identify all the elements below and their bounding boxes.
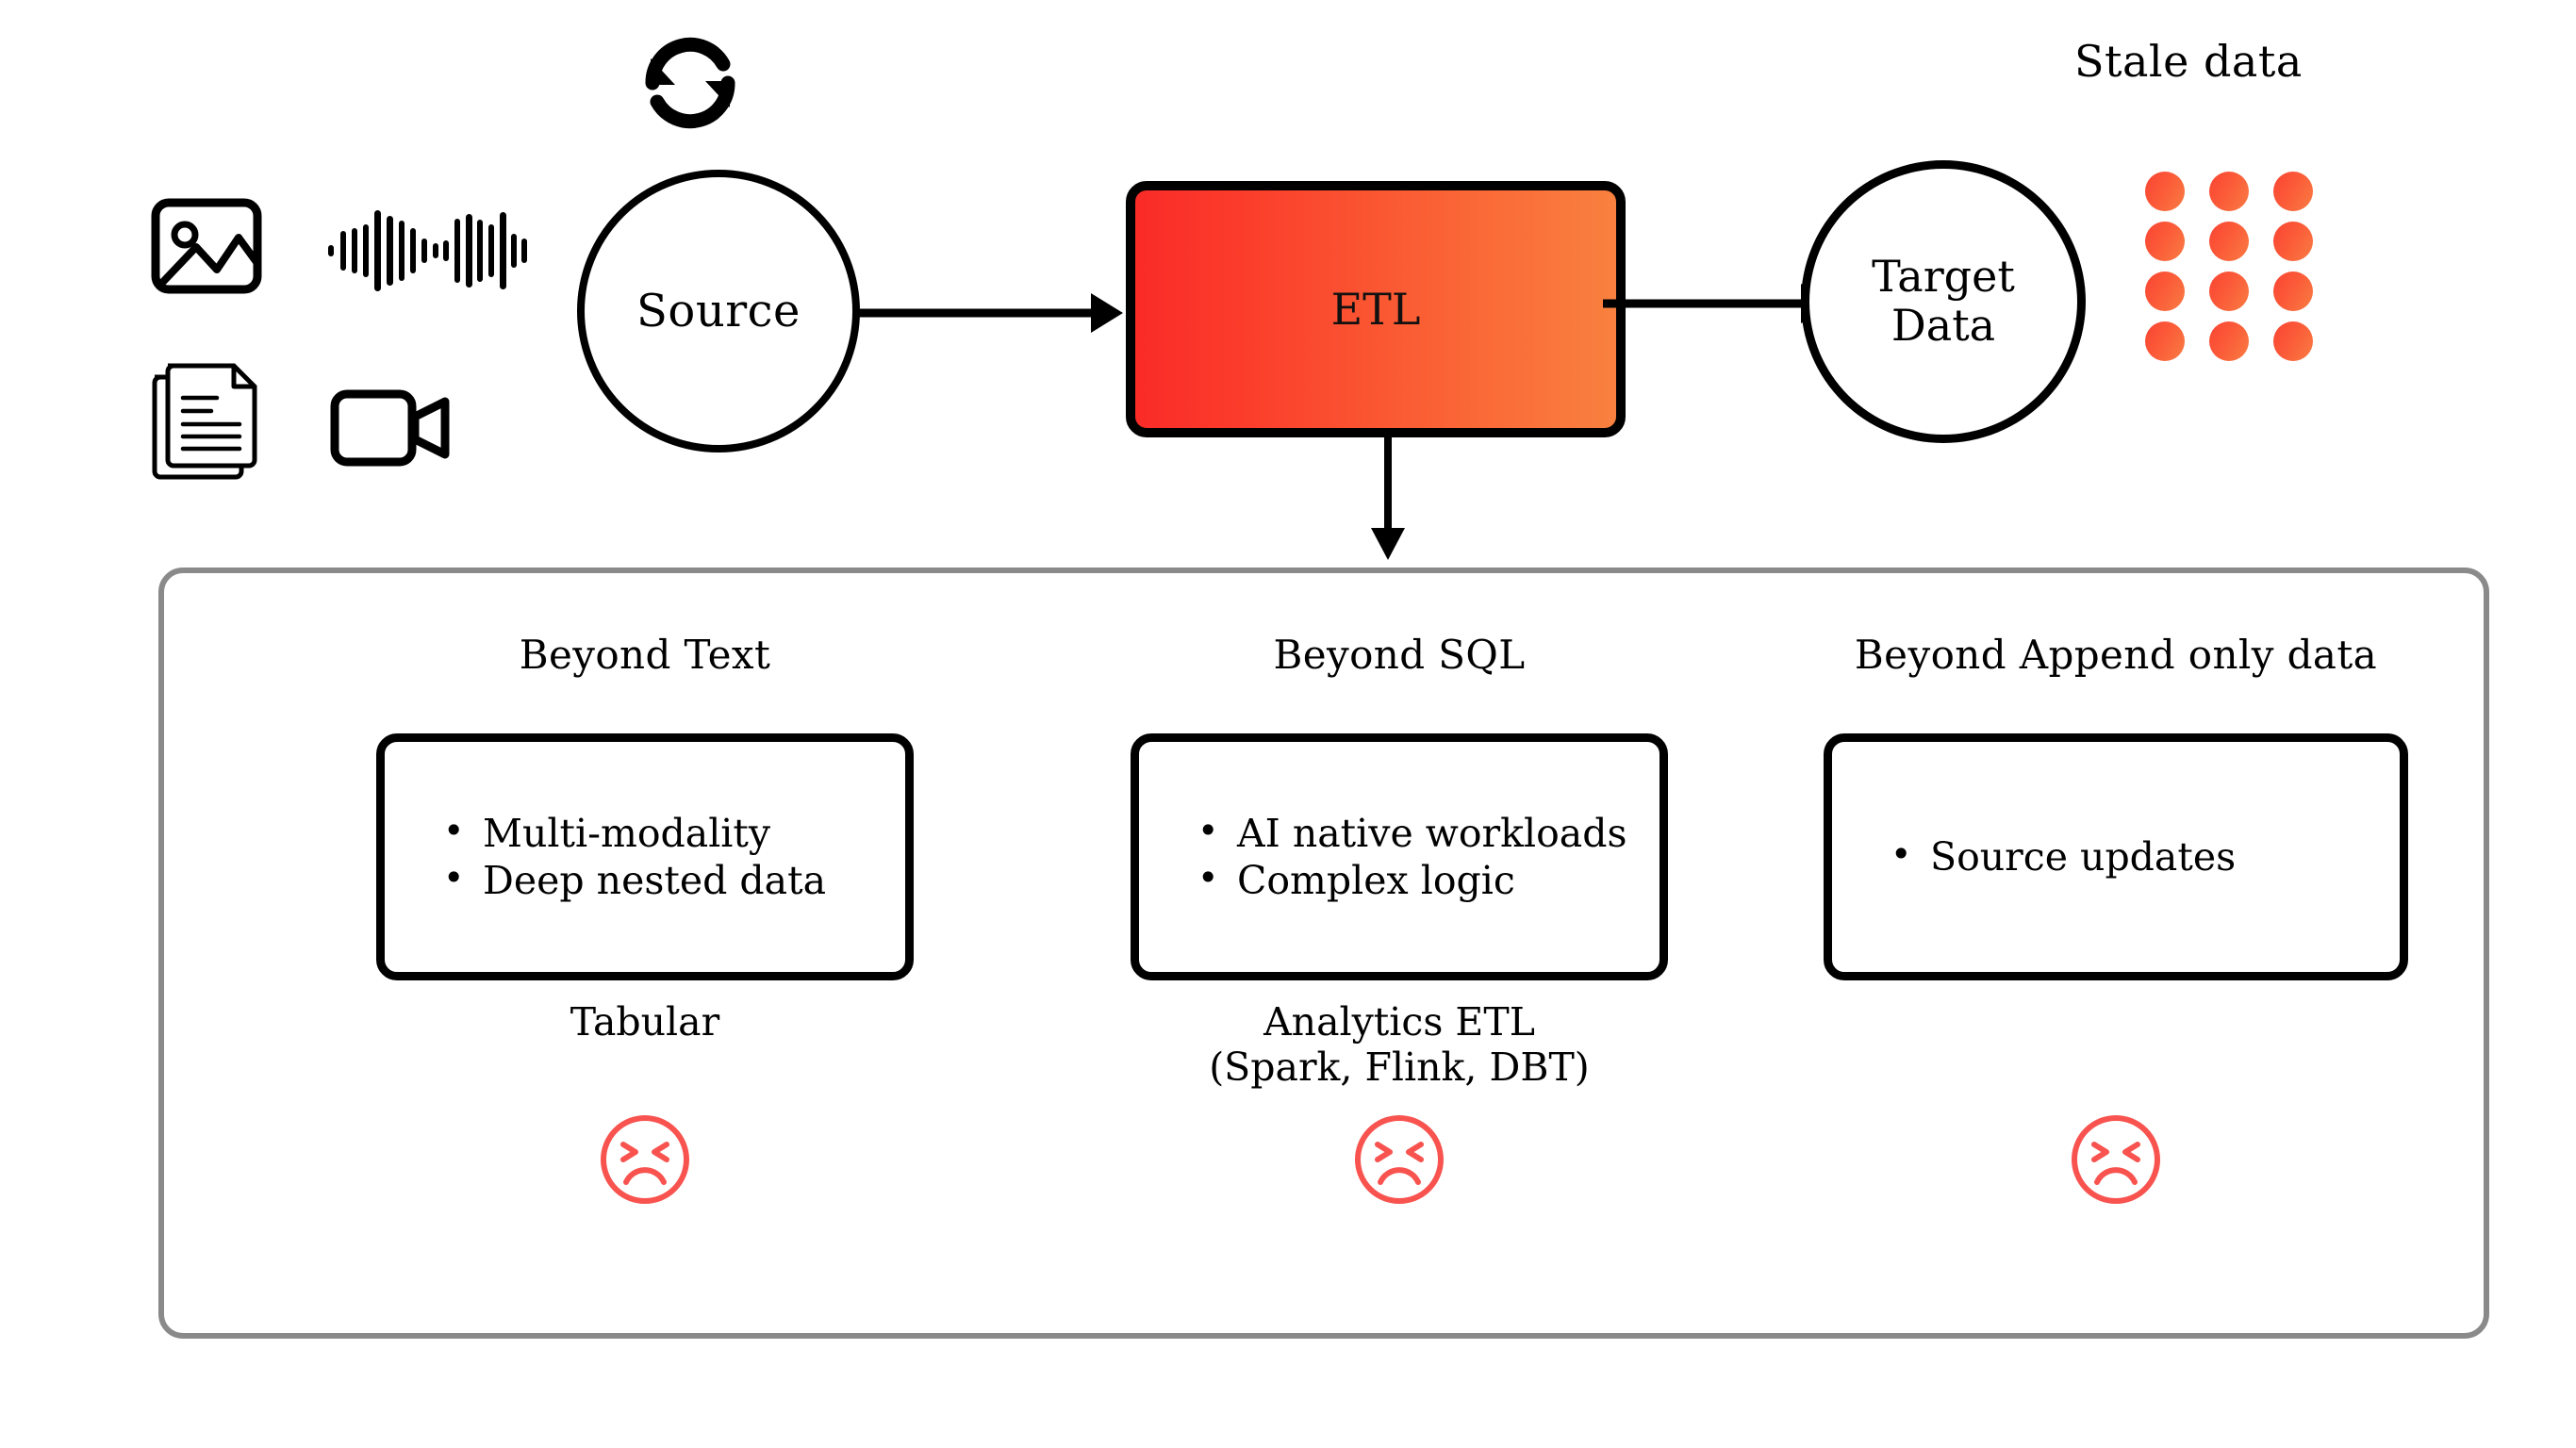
bullet-list: Source updates <box>1832 832 2400 880</box>
column-title: Beyond SQL <box>1273 632 1526 678</box>
source-node[interactable]: Source <box>577 170 860 452</box>
panel-column-beyond-append-only-data: Beyond Append only data Source updates <box>1748 573 2484 1333</box>
stale-data-dot <box>2273 172 2313 211</box>
arrow-shaft <box>1603 299 1805 308</box>
bullet-list: AI native workloads Complex logic <box>1139 809 1660 904</box>
stale-data-dot <box>2273 321 2313 361</box>
sad-face-icon <box>1352 1112 1446 1210</box>
column-title: Beyond Text <box>519 632 771 678</box>
stale-data-dot <box>2145 172 2185 211</box>
arrow-head <box>1091 293 1123 333</box>
video-camera-icon <box>330 385 453 469</box>
stale-data-dot <box>2209 321 2249 361</box>
column-bullet-box: Multi-modality Deep nested data <box>376 733 914 980</box>
stale-data-dot <box>2145 272 2185 311</box>
audio-waveform-icon <box>326 203 534 297</box>
panel-column-beyond-text: Beyond Text Multi-modality Deep nested d… <box>277 573 1013 1333</box>
bullet-list: Multi-modality Deep nested data <box>385 809 905 904</box>
arrow-shaft <box>853 308 1095 318</box>
stale-data-dot <box>2209 272 2249 311</box>
column-bullet-box: Source updates <box>1824 733 2408 980</box>
stale-data-dot-grid <box>2145 172 2337 371</box>
target-data-label: Target Data <box>1872 253 2015 350</box>
list-item: Complex logic <box>1197 856 1660 904</box>
image-icon <box>151 198 262 294</box>
column-title: Beyond Append only data <box>1854 632 2378 678</box>
column-caption: Tabular <box>570 999 720 1045</box>
stale-data-dot <box>2145 222 2185 261</box>
target-label-line2: Data <box>1891 300 1996 351</box>
column-caption: Analytics ETL (Spark, Flink, DBT) <box>1209 999 1590 1091</box>
etl-box[interactable]: ETL <box>1126 181 1626 437</box>
target-label-line1: Target <box>1872 251 2015 303</box>
stale-data-dot <box>2209 222 2249 261</box>
document-icon <box>149 360 262 483</box>
list-item: Deep nested data <box>443 856 905 904</box>
column-bullet-box: AI native workloads Complex logic <box>1131 733 1668 980</box>
list-item: Source updates <box>1891 832 2400 880</box>
arrow-etl-to-panel <box>1369 436 1407 560</box>
stale-data-dot <box>2209 172 2249 211</box>
stale-data-dot <box>2145 321 2185 361</box>
sad-face-icon <box>598 1112 692 1210</box>
refresh-sync-icon <box>634 26 747 140</box>
etl-label: ETL <box>1330 284 1421 335</box>
arrow-shaft <box>1384 436 1392 534</box>
source-label: Source <box>636 285 801 337</box>
sad-face-icon <box>2069 1112 2163 1210</box>
stale-data-dot <box>2273 222 2313 261</box>
list-item: Multi-modality <box>443 809 905 857</box>
stale-data-dot <box>2273 272 2313 311</box>
target-data-node[interactable]: Target Data <box>1801 160 2086 443</box>
panel-column-beyond-sql: Beyond SQL AI native workloads Complex l… <box>1032 573 1767 1333</box>
stale-data-label: Stale data <box>2074 36 2303 87</box>
challenges-panel: Beyond Text Multi-modality Deep nested d… <box>158 568 2489 1339</box>
list-item: AI native workloads <box>1197 809 1660 857</box>
arrow-head <box>1371 528 1405 560</box>
source-media-icons <box>141 179 527 509</box>
